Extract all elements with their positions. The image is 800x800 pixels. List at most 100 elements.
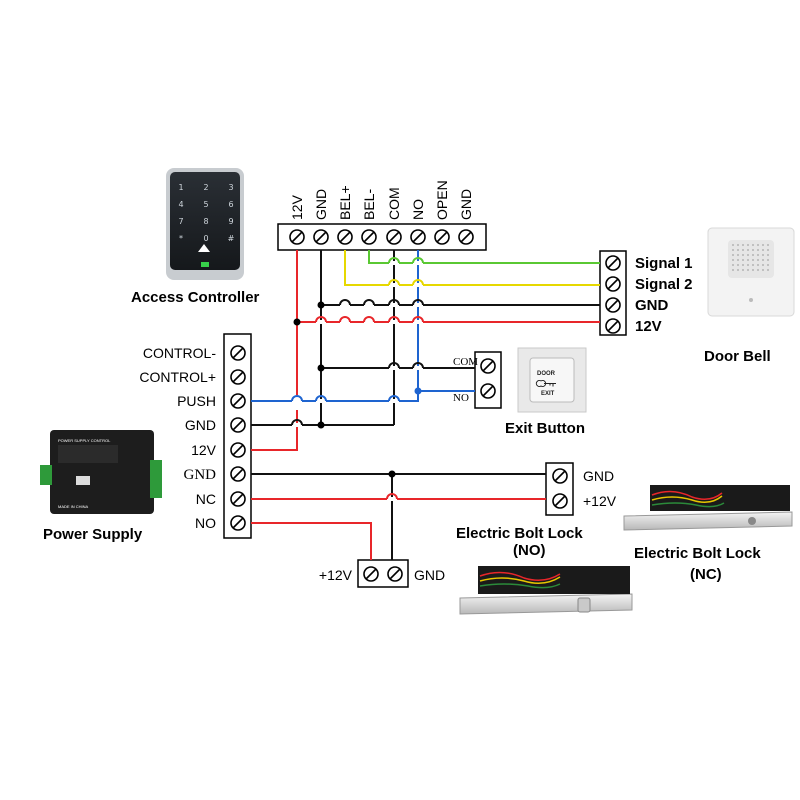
- controller-terminal-label: COM: [386, 187, 402, 220]
- controller-terminal-block: 12V GND BEL+ BEL- COM NO OPEN GND: [277, 180, 487, 251]
- keypad-key: 2: [203, 183, 208, 192]
- nc-terminal-label: GND: [583, 468, 614, 484]
- power-supply-device: POWER SUPPLY CONTROL MADE IN CHINA: [40, 430, 162, 514]
- controller-terminal-screw: [410, 229, 426, 245]
- controller-terminal-label: BEL+: [337, 185, 353, 220]
- junction-dot: [293, 318, 301, 326]
- no-terminal-label: +12V: [319, 567, 353, 583]
- status-led-icon: [201, 262, 209, 267]
- wire-lock-no: [251, 522, 372, 560]
- no-terminal-screw: [387, 566, 403, 582]
- wire-bel-minus: [368, 250, 600, 264]
- keypad-key: 0: [203, 234, 208, 243]
- svg-text:MADE IN CHINA: MADE IN CHINA: [58, 504, 89, 509]
- power-terminal-label: CONTROL+: [139, 369, 216, 385]
- controller-terminal-screw: [313, 229, 329, 245]
- controller-terminal-label: GND: [458, 189, 474, 220]
- doorbell-terminal-label: Signal 1: [635, 255, 693, 272]
- keypad-key: 9: [228, 217, 233, 226]
- access-controller-device: 1 2 3 4 5 6 7 8 9 * 0 #: [166, 168, 244, 280]
- power-supply-label: Power Supply: [43, 526, 143, 543]
- keypad-key: 6: [228, 200, 233, 209]
- doorbell-terminal-screw: [605, 276, 621, 292]
- nc-bolt-lock-device: [623, 485, 793, 531]
- nc-terminal-block: GND +12V: [545, 462, 617, 516]
- doorbell-terminal-screw: [605, 297, 621, 313]
- controller-terminal-screw: [337, 229, 353, 245]
- exit-terminal-label: COM: [453, 356, 478, 368]
- doorbell-terminal-label: Signal 2: [635, 276, 693, 293]
- door-bell-device: [707, 227, 795, 317]
- junction-dot: [317, 421, 325, 429]
- controller-terminal-label: OPEN: [434, 180, 450, 220]
- controller-terminal-label: NO: [410, 199, 426, 220]
- access-controller-label: Access Controller: [131, 289, 260, 306]
- controller-terminal-label: BEL-: [361, 189, 377, 220]
- wire-12v-to-power: [251, 410, 298, 451]
- power-terminal-screw: [230, 417, 246, 433]
- nc-terminal-screw: [552, 493, 568, 509]
- svg-text:POWER SUPPLY CONTROL: POWER SUPPLY CONTROL: [58, 438, 111, 443]
- junction-dot: [317, 301, 325, 309]
- keypad-keys: 1 2 3 4 5 6 7 8 9 * 0 #: [178, 183, 234, 243]
- keypad-key: *: [179, 234, 183, 243]
- controller-terminal-screw: [458, 229, 474, 245]
- keypad-key: 4: [178, 200, 183, 209]
- no-terminal-screw: [363, 566, 379, 582]
- keypad-key: 3: [228, 183, 233, 192]
- controller-terminal-screw: [361, 229, 377, 245]
- nc-lock-label-line2: (NC): [690, 566, 722, 583]
- key-icon: [535, 380, 556, 387]
- wire-exit-no: [417, 390, 475, 392]
- junction-dot: [317, 364, 325, 372]
- keypad-key: 5: [203, 200, 208, 209]
- exit-terminal-screw: [480, 383, 496, 399]
- svg-text:EXIT: EXIT: [541, 391, 555, 397]
- power-terminal-screw: [230, 393, 246, 409]
- keypad-key: 8: [203, 217, 208, 226]
- doorbell-terminal-screw: [605, 255, 621, 271]
- junction-dot: [388, 470, 396, 478]
- controller-terminal-screw: [434, 229, 450, 245]
- nc-lock-label-line1: Electric Bolt Lock: [634, 545, 761, 562]
- power-terminal-label: GND: [184, 467, 217, 483]
- wire-bel-plus: [344, 250, 600, 286]
- power-terminal-screw: [230, 369, 246, 385]
- exit-button-device: DOOR EXIT: [517, 347, 587, 413]
- power-terminal-label: NC: [196, 491, 216, 507]
- junction-dot: [414, 387, 422, 395]
- power-terminal-screw: [230, 491, 246, 507]
- nc-terminal-screw: [552, 468, 568, 484]
- controller-terminal-label: 12V: [289, 194, 305, 220]
- power-terminal-screw: [230, 515, 246, 531]
- nc-terminal-label: +12V: [583, 493, 617, 509]
- controller-terminal-label: GND: [313, 189, 329, 220]
- power-terminal-label: CONTROL-: [143, 345, 216, 361]
- no-bolt-lock-device: [459, 566, 633, 615]
- power-terminal-label: NO: [195, 515, 216, 531]
- doorbell-terminal-label: GND: [635, 297, 669, 314]
- doorbell-terminal-screw: [605, 318, 621, 334]
- power-terminal-label: PUSH: [177, 393, 216, 409]
- bell-icon: [198, 244, 210, 252]
- power-terminal-label: GND: [185, 417, 216, 433]
- keypad-key: 7: [178, 217, 183, 226]
- exit-button-label: Exit Button: [505, 420, 585, 437]
- no-terminal-label: GND: [414, 567, 445, 583]
- svg-text:DOOR: DOOR: [537, 371, 556, 377]
- no-lock-label-line2: (NO): [513, 542, 546, 559]
- keypad-key: 1: [178, 183, 183, 192]
- no-lock-label-line1: Electric Bolt Lock: [456, 525, 583, 542]
- controller-terminal-screw: [386, 229, 402, 245]
- power-terminal-screw: [230, 466, 246, 482]
- power-terminal-screw: [230, 345, 246, 361]
- exit-terminal-screw: [480, 358, 496, 374]
- controller-terminal-screw: [289, 229, 305, 245]
- keypad-key: #: [228, 234, 235, 243]
- doorbell-terminal-block: Signal 1 Signal 2 GND 12V: [599, 250, 693, 336]
- no-terminal-block: +12V GND: [319, 559, 445, 588]
- doorbell-terminal-label: 12V: [635, 318, 662, 335]
